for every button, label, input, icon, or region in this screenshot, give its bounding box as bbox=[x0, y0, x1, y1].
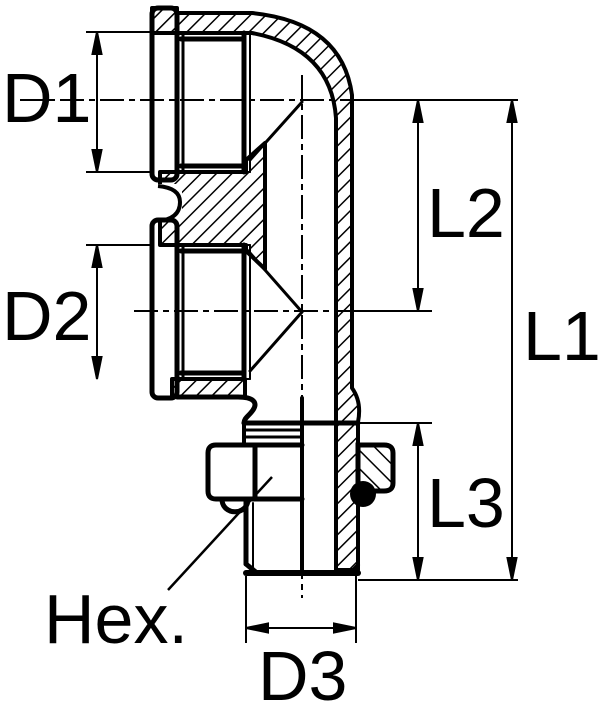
neck-outline bbox=[174, 394, 258, 426]
drill-cone-lines bbox=[248, 100, 304, 373]
d1-arrow-up bbox=[91, 31, 103, 55]
dimension-d1 bbox=[86, 31, 150, 173]
part-outline bbox=[149, 5, 396, 576]
o-ring-seal bbox=[350, 481, 376, 507]
d3-arrow-left bbox=[245, 622, 269, 634]
dimension-l1 bbox=[506, 99, 518, 581]
dimension-labels: D1 D2 L2 L1 L3 Hex. D3 bbox=[2, 59, 600, 715]
label-hex: Hex. bbox=[44, 580, 188, 658]
l2-arrow-down bbox=[412, 288, 424, 312]
l3-arrow-up bbox=[412, 422, 424, 446]
l2-arrow-up bbox=[412, 99, 424, 123]
port1-flange-outline bbox=[149, 5, 180, 183]
label-l3: L3 bbox=[427, 464, 505, 542]
d2-arrow-up bbox=[91, 244, 103, 268]
l1-arrow-down bbox=[506, 557, 518, 581]
d3-arrow-right bbox=[333, 622, 357, 634]
label-l1: L1 bbox=[523, 297, 600, 375]
label-l2: L2 bbox=[427, 174, 505, 252]
d1-arrow-down bbox=[91, 149, 103, 173]
d2-arrow-down bbox=[91, 356, 103, 380]
l1-arrow-up bbox=[506, 99, 518, 123]
lower-block-hatch bbox=[170, 377, 247, 399]
dimension-d3 bbox=[245, 576, 357, 643]
label-d2: D2 bbox=[2, 277, 91, 355]
dimensions bbox=[86, 31, 518, 643]
port2-thread-lines bbox=[177, 242, 251, 382]
section-hatching bbox=[140, 6, 362, 572]
dimension-d2 bbox=[86, 244, 150, 380]
dimension-l3 bbox=[412, 422, 424, 581]
collar-lines bbox=[241, 396, 361, 574]
label-d3: D3 bbox=[258, 637, 347, 715]
hex-leader-line bbox=[167, 476, 273, 591]
seal-washer-outline bbox=[355, 442, 396, 494]
l3-arrow-down bbox=[412, 557, 424, 581]
port1-thread-lines bbox=[177, 30, 251, 175]
body-section-hatch bbox=[150, 6, 362, 572]
port2-flange-outline bbox=[149, 217, 180, 401]
label-d1: D1 bbox=[2, 59, 91, 137]
dimension-l2 bbox=[412, 99, 424, 312]
hex-nut-outline bbox=[205, 442, 305, 502]
